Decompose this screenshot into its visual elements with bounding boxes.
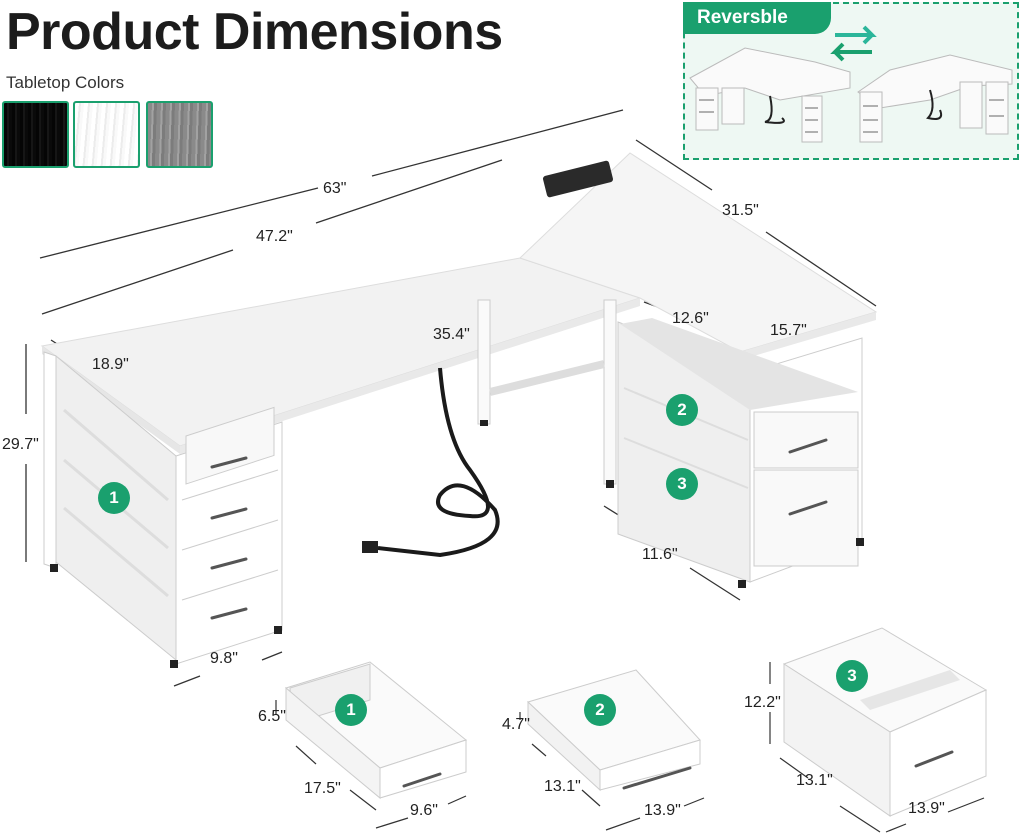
drawer-1-illustration [284,661,468,800]
drawer-3-illustration [782,627,988,817]
swap-arrows-icon [830,25,877,62]
power-strip-icon [542,160,614,198]
swatch-grey[interactable] [146,101,213,168]
dim-main-depth: 18.9" [92,356,129,373]
reversible-label: Reversble [683,2,831,34]
dim-cabinet-depth: 11.6" [642,546,678,563]
dim-overall-length: 63" [323,180,347,197]
reversible-desk-left [689,47,851,143]
reversible-desk-right [857,54,1013,143]
dim-line-63b [371,109,624,177]
swatch-white[interactable] [73,101,140,168]
dim-side-length: 31.5" [722,202,759,219]
dim-inner-length: 35.4" [433,326,470,343]
plug-icon [362,541,378,553]
dim-side-depth: 15.7" [770,322,807,339]
swatch-black[interactable] [2,101,69,168]
drawer-3-width: 13.9" [908,800,945,817]
drawer-3-badge: 3 [836,660,868,692]
dim-line-63a [39,187,319,259]
drawer-2-width: 13.9" [644,802,681,819]
dim-side-return: 12.6" [672,310,709,327]
drawer-1-width: 9.6" [410,802,438,819]
power-cable [377,367,500,558]
drawer-2-height: 4.7" [502,716,530,733]
drawer-2-badge: 2 [584,694,616,726]
drawer-1-badge: 1 [335,694,367,726]
desk-legs [477,299,617,485]
drawer-2-illustration [527,669,701,792]
tabletop-colors-label: Tabletop Colors [6,73,125,92]
page-title: Product Dimensions [6,3,503,61]
badge-drawer-3: 3 [666,468,698,500]
drawer-1-depth: 17.5" [304,780,341,797]
drawer-2-depth: 13.1" [544,778,581,795]
dim-line-47a [41,249,234,315]
badge-drawer-1: 1 [98,482,130,514]
right-cabinet [606,318,864,588]
dim-drawer-unit-width: 9.8" [210,650,238,667]
desk-top-return [519,152,878,360]
dim-height: 29.7" [2,436,39,453]
badge-drawer-2: 2 [666,394,698,426]
drawer-3-depth: 13.1" [796,772,833,789]
drawer-3-height: 12.2" [744,694,781,711]
drawer-1-height: 6.5" [258,708,286,725]
dim-main-top-length: 47.2" [256,228,293,245]
